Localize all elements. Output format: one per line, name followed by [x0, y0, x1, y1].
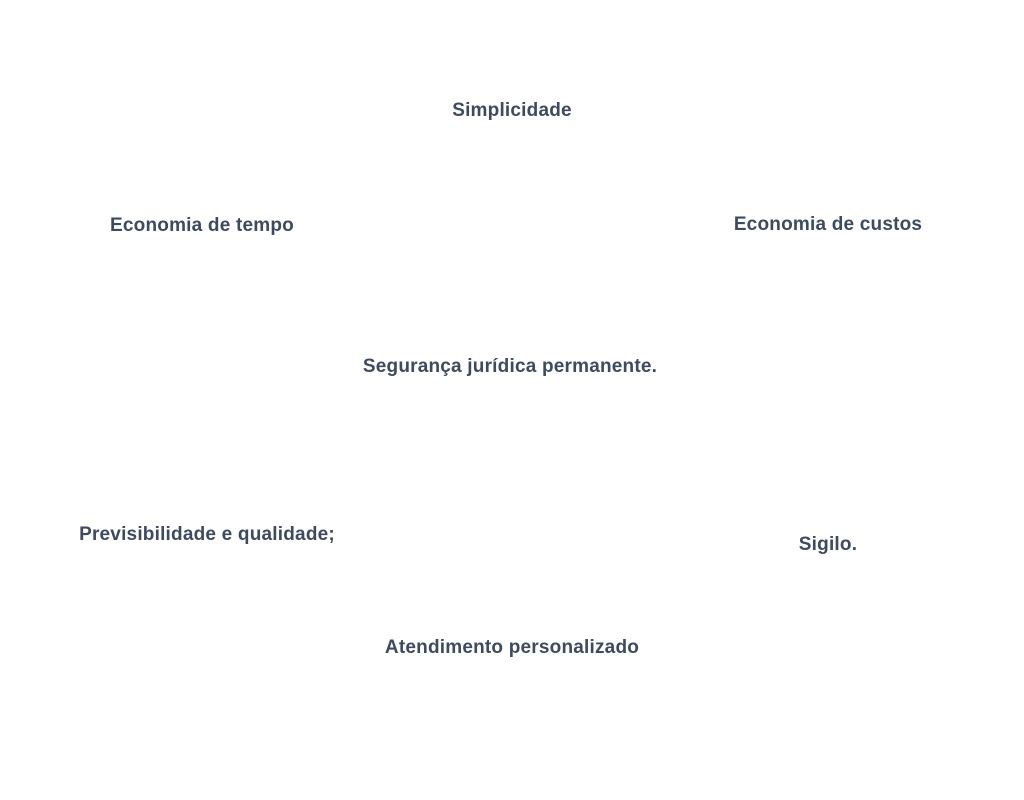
benefit-economia-de-custos: Economia de custos	[733, 214, 923, 235]
benefit-economia-de-tempo: Economia de tempo	[110, 215, 294, 236]
benefit-sigilo: Sigilo.	[798, 534, 858, 555]
benefit-simplicidade: Simplicidade	[452, 100, 572, 121]
benefit-seguranca-juridica: Segurança jurídica permanente.	[362, 356, 658, 377]
benefit-atendimento-personalizado: Atendimento personalizado	[384, 637, 640, 658]
benefit-previsibilidade: Previsibilidade e qualidade;	[79, 524, 335, 545]
